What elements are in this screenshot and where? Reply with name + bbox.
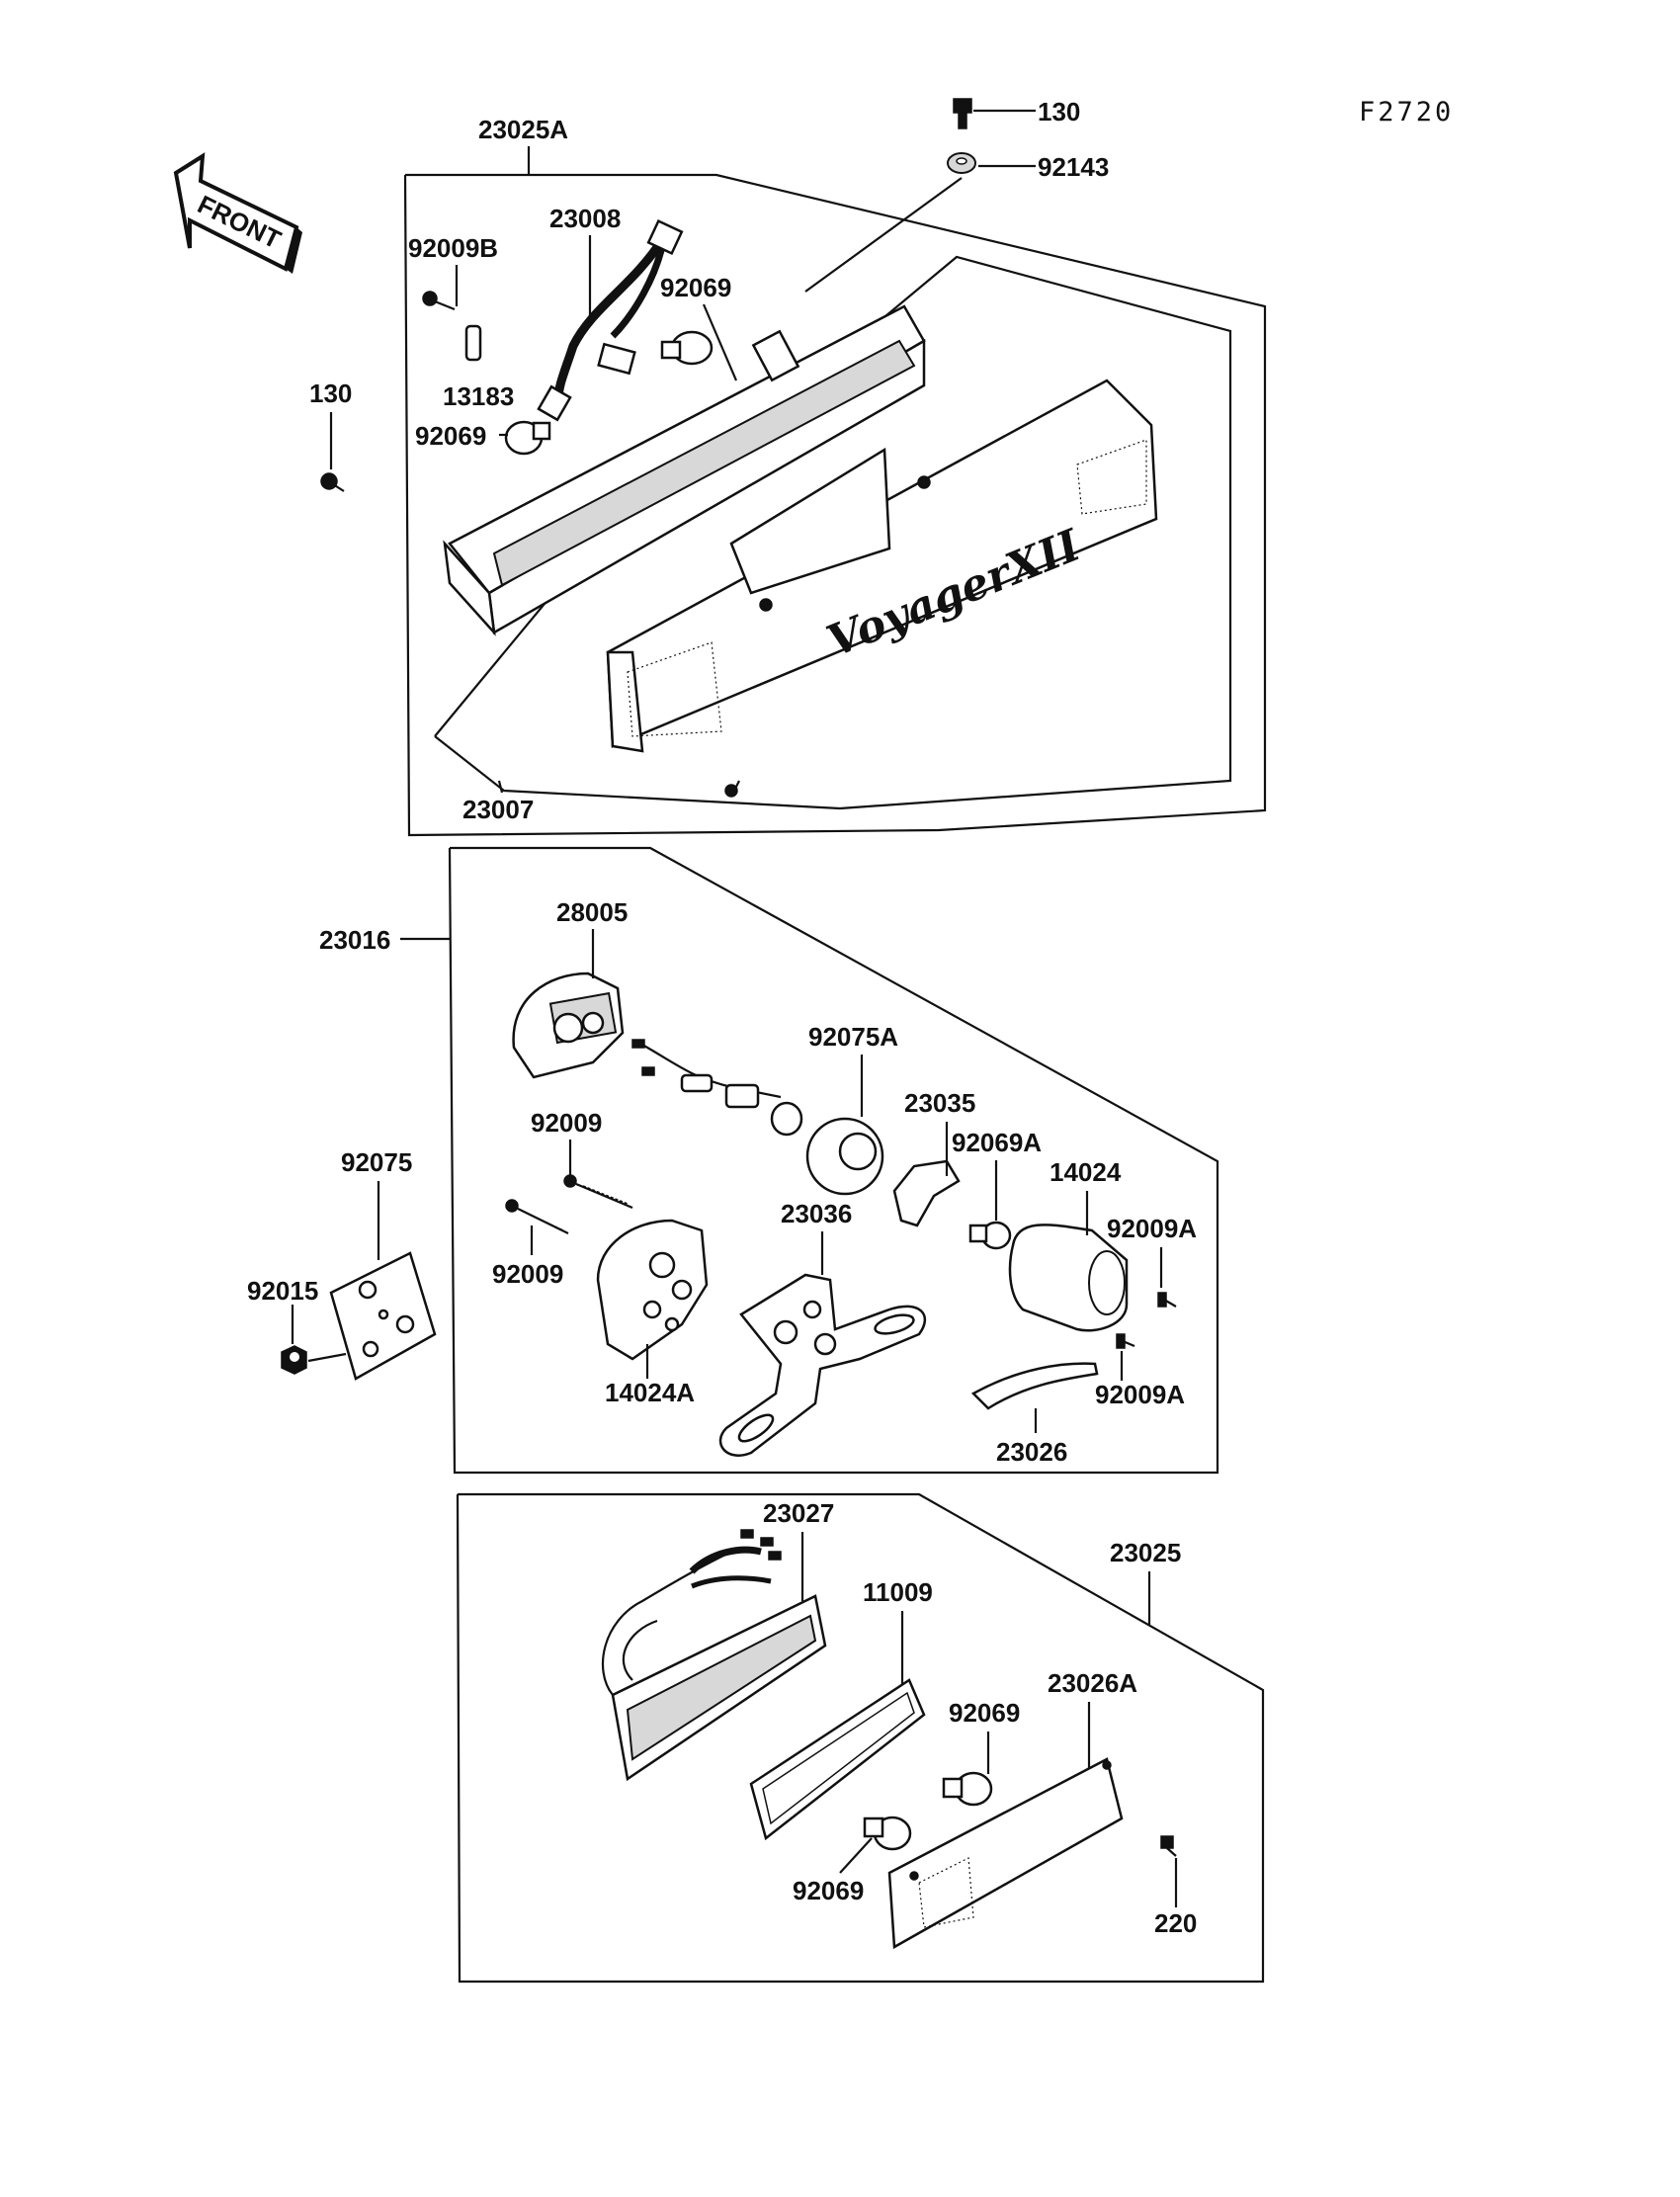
group-23016-frame bbox=[448, 846, 1219, 1475]
wire-harness-23008 bbox=[537, 218, 684, 422]
label-13183: 13183 bbox=[443, 381, 514, 411]
bulb-92069A-icon bbox=[968, 1221, 1012, 1250]
label-28005: 28005 bbox=[556, 897, 628, 927]
label-23008: 23008 bbox=[549, 204, 621, 233]
bracket-23036 bbox=[718, 1273, 926, 1457]
label-92075A: 92075A bbox=[808, 1022, 898, 1052]
label-11009: 11009 bbox=[863, 1577, 933, 1607]
screw-92009B-icon bbox=[422, 291, 456, 311]
screw-92009-upper-icon bbox=[563, 1174, 633, 1210]
bulb-92069-bottom-lower-icon bbox=[863, 1816, 912, 1851]
group-23025-frame bbox=[456, 1492, 1265, 1984]
socket-housing-28005 bbox=[512, 972, 625, 1079]
bulb-92069-bottom-upper-icon bbox=[942, 1771, 993, 1807]
label-92075: 92075 bbox=[341, 1147, 412, 1177]
label-92069-bottom-upper: 92069 bbox=[949, 1698, 1020, 1728]
label-23025: 23025 bbox=[1110, 1538, 1181, 1567]
label-92015: 92015 bbox=[247, 1276, 318, 1306]
label-23036: 23036 bbox=[781, 1199, 852, 1228]
label-92009B: 92009B bbox=[408, 233, 498, 263]
gasket-11009 bbox=[749, 1678, 926, 1841]
plate-13183-icon bbox=[464, 324, 482, 362]
label-130-top: 130 bbox=[1038, 97, 1080, 127]
figure-code: F2720 bbox=[1359, 97, 1454, 127]
screw-icon bbox=[724, 780, 740, 798]
label-14024: 14024 bbox=[1050, 1157, 1122, 1187]
bulb-socket-92075A bbox=[805, 1117, 884, 1196]
label-92069A: 92069A bbox=[952, 1128, 1042, 1157]
tail-light-housing bbox=[443, 304, 926, 636]
socket-wire bbox=[631, 1039, 803, 1137]
label-23026A: 23026A bbox=[1048, 1668, 1137, 1698]
label-23016: 23016 bbox=[319, 925, 390, 955]
label-23027: 23027 bbox=[763, 1498, 834, 1528]
lens-23026A bbox=[887, 1757, 1124, 1950]
bulb-92069-icon bbox=[660, 330, 714, 366]
front-arrow-icon: FRONT bbox=[173, 152, 302, 274]
label-23035: 23035 bbox=[904, 1088, 975, 1118]
washer-92143-icon bbox=[947, 152, 976, 174]
label-23007: 23007 bbox=[462, 795, 534, 824]
clip-23035 bbox=[892, 1159, 961, 1227]
holder-14024A bbox=[596, 1219, 709, 1361]
label-23025A: 23025A bbox=[478, 115, 568, 144]
label-130-left: 130 bbox=[309, 379, 352, 408]
screw-icon bbox=[759, 598, 773, 612]
screw-92009A-lower-icon bbox=[1116, 1333, 1135, 1349]
screw-icon bbox=[917, 475, 931, 489]
label-92143: 92143 bbox=[1038, 152, 1109, 182]
light-unit-23027 bbox=[601, 1529, 827, 1782]
label-23026: 23026 bbox=[996, 1437, 1067, 1467]
label-14024A: 14024A bbox=[605, 1378, 695, 1407]
screw-130-top-icon bbox=[953, 98, 972, 129]
screw-130-left-icon bbox=[320, 472, 345, 492]
label-92009A-lower: 92009A bbox=[1095, 1380, 1185, 1409]
label-92009A-upper: 92009A bbox=[1107, 1214, 1197, 1243]
label-92069-bottom-lower: 92069 bbox=[793, 1876, 864, 1905]
screw-220-icon bbox=[1160, 1835, 1177, 1857]
label-92069-top: 92069 bbox=[660, 273, 731, 302]
plate-92075 bbox=[329, 1251, 437, 1381]
screw-92009-lower-icon bbox=[505, 1199, 569, 1234]
label-92069-left: 92069 bbox=[415, 421, 486, 451]
label-220: 220 bbox=[1154, 1908, 1197, 1938]
bulb-92069-left-icon bbox=[504, 420, 551, 456]
label-92009-upper: 92009 bbox=[531, 1108, 602, 1138]
nut-92015-icon bbox=[281, 1345, 307, 1375]
reflector-23026 bbox=[970, 1362, 1099, 1410]
label-92009-lower: 92009 bbox=[492, 1259, 563, 1289]
lens-14024 bbox=[1008, 1224, 1129, 1332]
screw-92009A-icon bbox=[1157, 1292, 1177, 1308]
